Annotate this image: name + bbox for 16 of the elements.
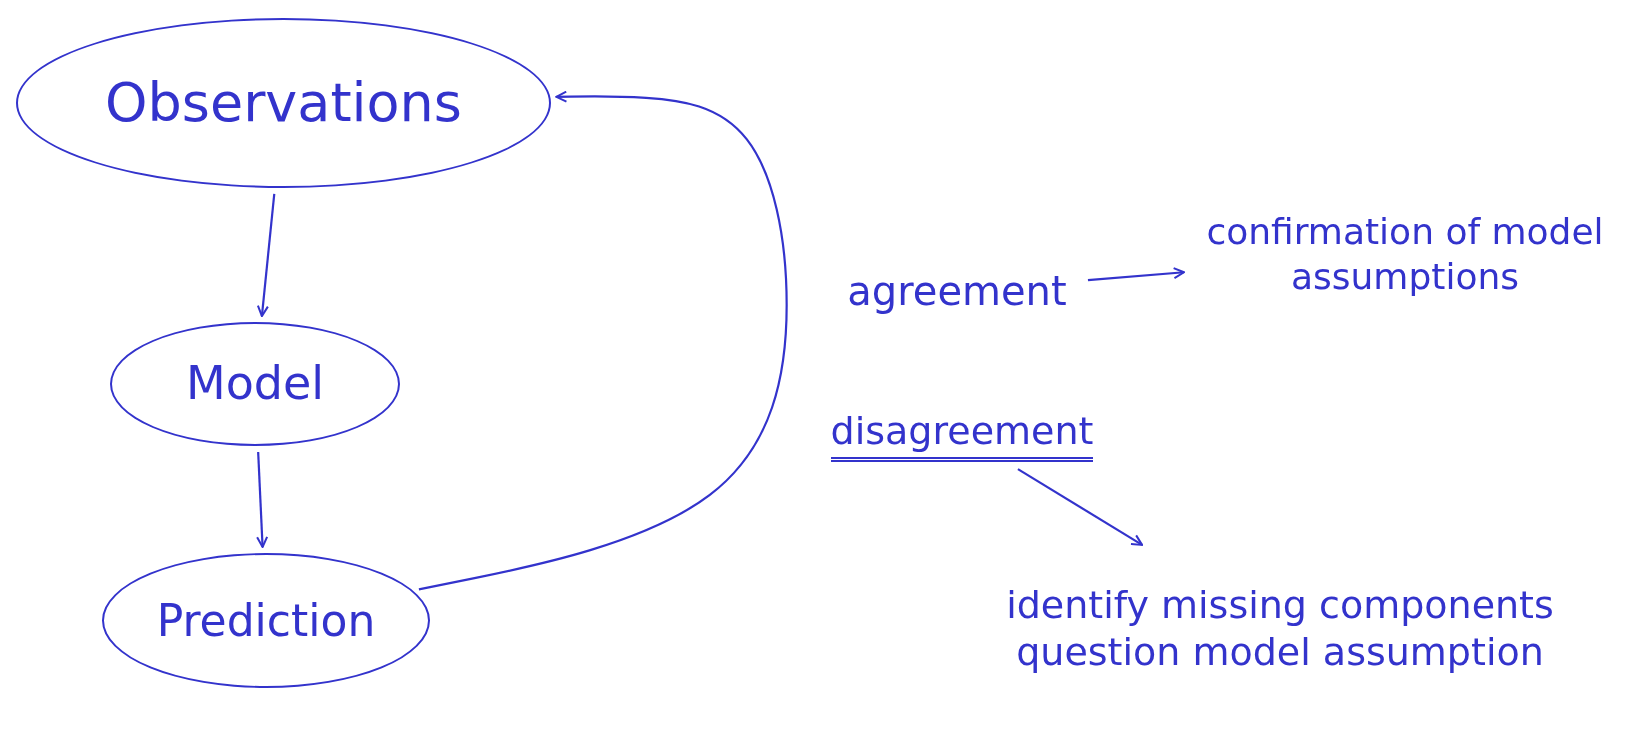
text-label: confirmation of model assumptions (1205, 210, 1605, 299)
text-label: agreement (847, 267, 1067, 316)
text-label: identify missing components (1006, 581, 1554, 629)
text-label: question model assumption (1016, 629, 1544, 676)
node-label: Model (185, 355, 325, 413)
ellipse-node (16, 18, 551, 188)
arrow (418, 90, 788, 591)
arrow (1087, 267, 1185, 282)
arrow (1017, 468, 1144, 546)
arrow (256, 451, 269, 548)
ellipse-node (102, 553, 430, 688)
arrow (256, 193, 276, 318)
node-label: Prediction (156, 594, 376, 648)
node-label: Observations (105, 70, 462, 137)
text-label: disagreement (830, 407, 1094, 463)
ellipse-node (110, 322, 400, 446)
